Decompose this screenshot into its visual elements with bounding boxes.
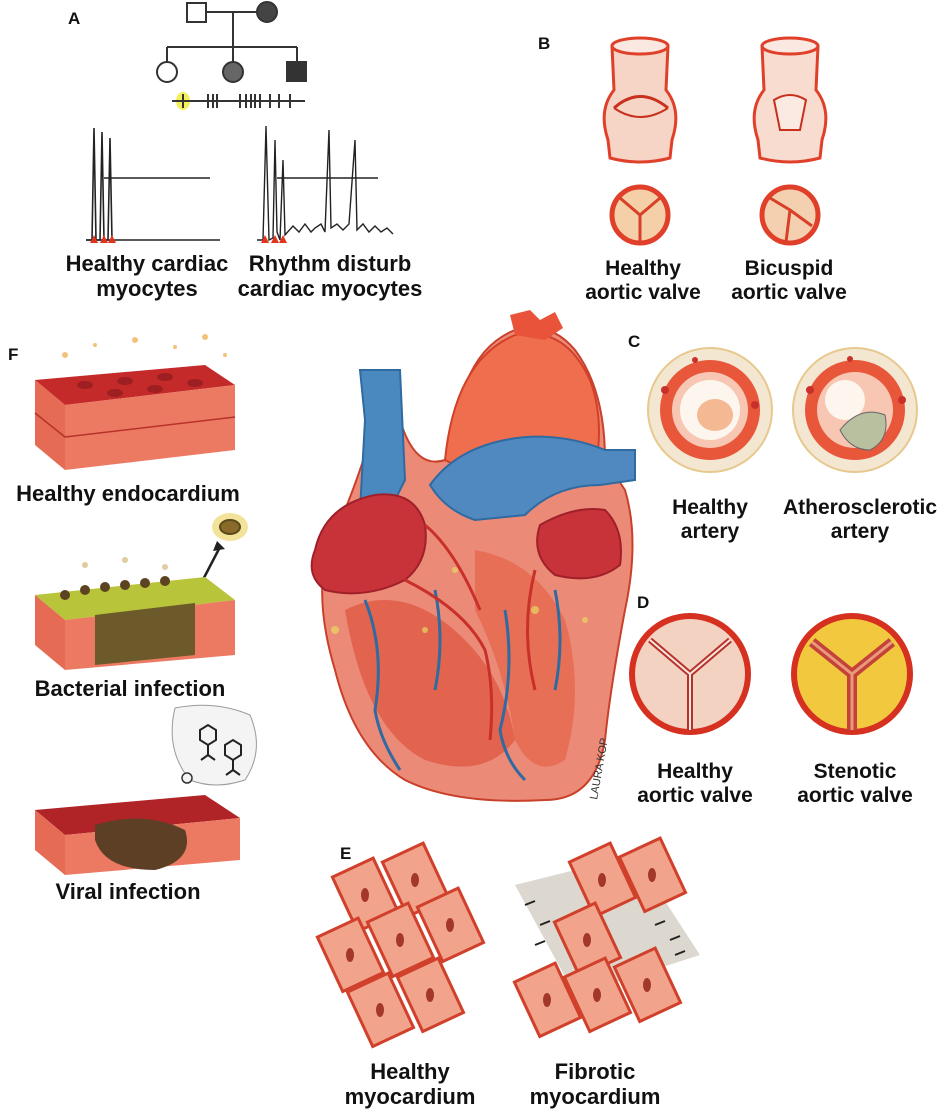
caption-line: Rhythm disturb	[248, 251, 412, 276]
panel-a-letter: A	[68, 9, 81, 28]
panel-d-letter: D	[637, 593, 650, 612]
pedigree-diagram	[156, 1, 307, 110]
bicuspid-aortic-root-drawing	[752, 36, 828, 246]
viral-infection-block	[35, 704, 257, 875]
heart-illustration: LAURA KOP	[310, 310, 636, 802]
panel-b-right-caption: Bicuspid aortic valve	[724, 257, 854, 304]
panel-f-letter: F	[8, 345, 19, 364]
caption-line: Atherosclerotic	[782, 496, 938, 519]
healthy-action-potential-trace	[86, 127, 220, 243]
caption-line: Bicuspid	[744, 257, 834, 280]
healthy-endocardium-block	[34, 334, 236, 470]
caption-line: aortic valve	[585, 280, 701, 304]
caption-line: cardiac myocytes	[237, 275, 423, 301]
panel-e-left-caption: Healthy myocardium	[335, 1059, 485, 1109]
panel-c-letter: C	[628, 332, 641, 351]
panel-c-left-caption: Healthy artery	[645, 496, 775, 543]
caption-line: aortic valve	[637, 783, 753, 807]
caption-line: Healthy	[657, 760, 733, 783]
panel-b-left-caption: Healthy aortic valve	[578, 257, 708, 304]
caption-line: Fibrotic	[554, 1059, 636, 1084]
healthy-myocardium-cells	[315, 841, 486, 1049]
panel-e-right-caption: Fibrotic myocardium	[520, 1059, 670, 1109]
caption-line: Healthy	[672, 496, 748, 519]
caption-line: Healthy cardiac	[65, 251, 229, 276]
caption-line: Healthy	[370, 1059, 450, 1084]
panel-d-right-caption: Stenotic aortic valve	[785, 760, 925, 807]
caption-line: artery	[830, 519, 890, 543]
panel-d-left-caption: Healthy aortic valve	[625, 760, 765, 807]
caption-line: myocardium	[529, 1083, 661, 1109]
caption-line: artery	[680, 519, 740, 543]
caption-line: Stenotic	[813, 760, 897, 783]
panel-e-letter: E	[340, 844, 352, 863]
fibrotic-myocardium-cells	[512, 836, 700, 1039]
panel-c-right-caption: Atherosclerotic artery	[775, 496, 945, 543]
caption-line: myocytes	[96, 275, 198, 301]
panel-f-caption-healthy: Healthy endocardium	[16, 481, 240, 506]
caption-line: Healthy	[605, 257, 681, 280]
healthy-aortic-valve-top-view	[629, 613, 751, 735]
healthy-artery-cross-section	[647, 347, 773, 473]
panel-b-letter: B	[538, 34, 551, 53]
panel-f-caption-viral: Viral infection	[55, 879, 201, 904]
caption-line: myocardium	[344, 1083, 476, 1109]
caption-line: aortic valve	[797, 783, 913, 807]
panel-a-left-caption: Healthy cardiac myocytes	[52, 251, 242, 301]
bacterial-infection-block	[35, 513, 248, 670]
stenotic-aortic-valve-top-view	[791, 613, 913, 735]
arrhythmic-action-potential-trace	[257, 125, 394, 243]
panel-f-caption-bacterial: Bacterial infection	[34, 676, 226, 701]
healthy-aortic-root-drawing	[602, 36, 678, 246]
caption-line: aortic valve	[731, 280, 847, 304]
panel-a-right-caption: Rhythm disturb cardiac myocytes	[230, 251, 430, 301]
atherosclerotic-artery-cross-section	[792, 347, 918, 473]
